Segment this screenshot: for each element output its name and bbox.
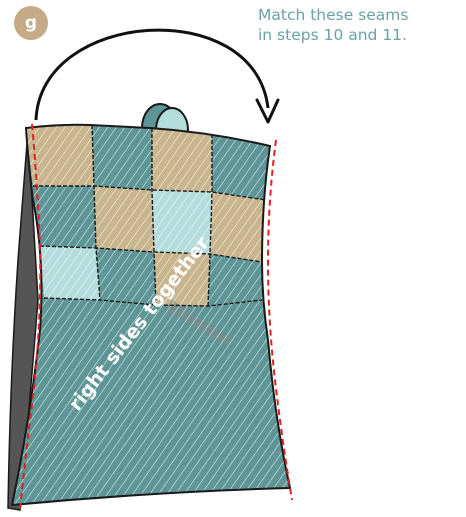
quilt-fold-illustration: right sides together	[0, 0, 466, 517]
